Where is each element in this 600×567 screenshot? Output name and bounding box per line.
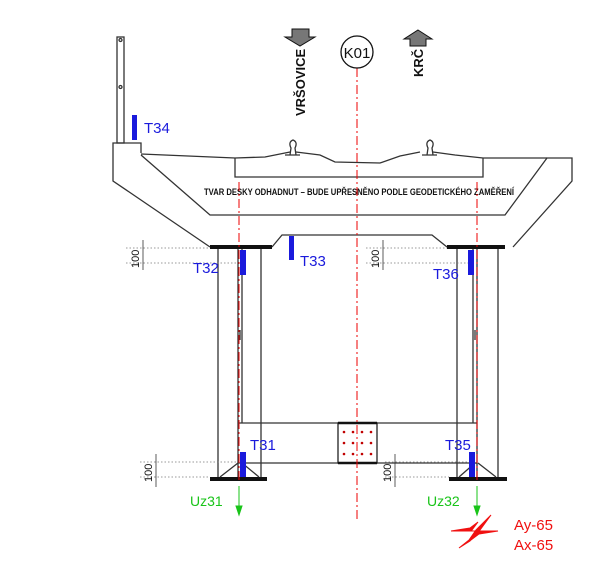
sensor-t31-label: T31 — [250, 437, 276, 454]
displacement-uz32-label: Uz32 — [427, 493, 460, 509]
displacement-uz31-label: Uz31 — [190, 493, 223, 509]
accel-ay-label: Ay-65 — [514, 517, 553, 534]
deck-note: TVAR DESKY ODHADNUT – BUDE UPŘESNĚNO POD… — [204, 186, 514, 197]
dimension-left-top: 100 — [126, 240, 238, 270]
sensor-t31-marker — [240, 452, 246, 477]
section-mark-circle — [340, 35, 374, 69]
arrow-down-green-icon — [473, 486, 481, 517]
arrow-up-icon — [402, 29, 434, 47]
rail-right — [422, 139, 437, 156]
dimension-right-top: 100 — [366, 240, 468, 270]
dimension-right-bottom: 100 — [382, 454, 468, 487]
svg-text:100: 100 — [370, 250, 382, 268]
sensor-t32-marker — [240, 250, 246, 275]
sensor-t32-label: T32 — [193, 260, 219, 277]
arrow-down-green-icon — [235, 486, 243, 517]
sensor-t33-marker — [289, 236, 294, 260]
sensor-t34-label: T34 — [144, 120, 170, 137]
sensor-t36-label: T36 — [433, 266, 459, 283]
column-left — [217, 249, 262, 478]
sensor-t35-label: T35 — [445, 437, 471, 454]
direction-right-label: KRČ — [411, 48, 426, 77]
direction-left-label: VRŠOVICE — [293, 48, 308, 116]
sensor-t33-label: T33 — [300, 253, 326, 270]
svg-text:100: 100 — [143, 464, 155, 482]
sensor-t35-marker — [469, 452, 475, 477]
dimension-left-bottom: 100 — [140, 454, 238, 487]
deck-slab — [112, 142, 573, 248]
railing-post — [116, 36, 125, 144]
accelerometer-icon — [450, 514, 499, 549]
rail-left — [285, 139, 300, 156]
svg-text:100: 100 — [130, 250, 142, 268]
accel-ax-label: Ax-65 — [514, 537, 553, 554]
section-mark-label: K01 — [344, 45, 371, 62]
svg-text:100: 100 — [382, 464, 394, 482]
arrow-down-icon — [283, 28, 317, 47]
sensor-t34-marker — [132, 115, 137, 140]
sensor-t36-marker — [468, 250, 474, 275]
